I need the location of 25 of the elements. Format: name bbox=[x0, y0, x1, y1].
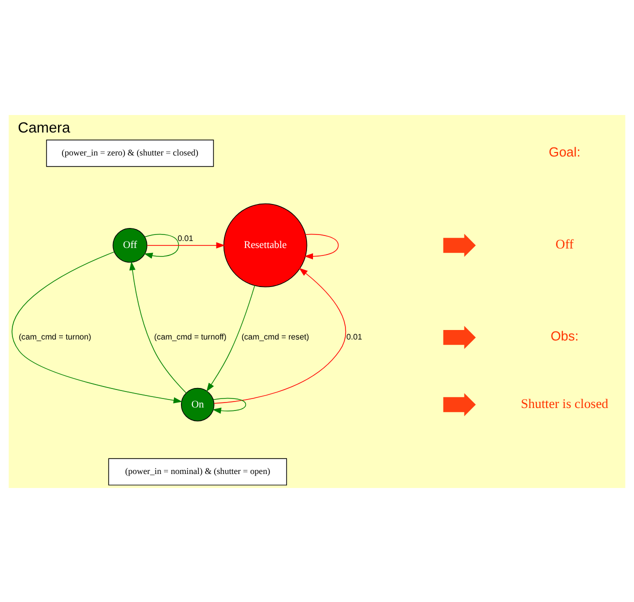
label: Off bbox=[556, 236, 574, 252]
arrow bbox=[212, 397, 246, 414]
edge-label: (cam_cmd = turnoff) bbox=[154, 332, 226, 342]
label: Obs: bbox=[550, 328, 579, 344]
arrow bbox=[206, 284, 256, 392]
edge-label: 0.01 bbox=[346, 332, 362, 342]
node-arrow bbox=[443, 392, 476, 416]
label: Goal: bbox=[548, 144, 580, 159]
node-circle: On bbox=[180, 387, 214, 421]
edge-label: (cam_cmd = reset) bbox=[241, 332, 310, 342]
node-arrow bbox=[443, 233, 476, 256]
node-arrow bbox=[443, 325, 476, 348]
arrow bbox=[214, 267, 346, 404]
node-box: (power_in = nominal) & (shutter = open) bbox=[108, 458, 287, 485]
node-box: (power_in = zero) & (shutter = closed) bbox=[46, 139, 214, 166]
arrow bbox=[144, 233, 179, 258]
edge-label: 0.01 bbox=[178, 233, 194, 242]
edge-label: (cam_cmd = turnon) bbox=[18, 332, 92, 342]
node-circle: Off bbox=[112, 228, 148, 262]
arrow bbox=[304, 233, 339, 259]
diagram-title: Camera bbox=[18, 120, 70, 136]
label: Shutter is closed bbox=[520, 395, 608, 410]
arrow bbox=[12, 251, 182, 403]
arrow bbox=[146, 242, 226, 248]
arrow bbox=[129, 260, 186, 393]
